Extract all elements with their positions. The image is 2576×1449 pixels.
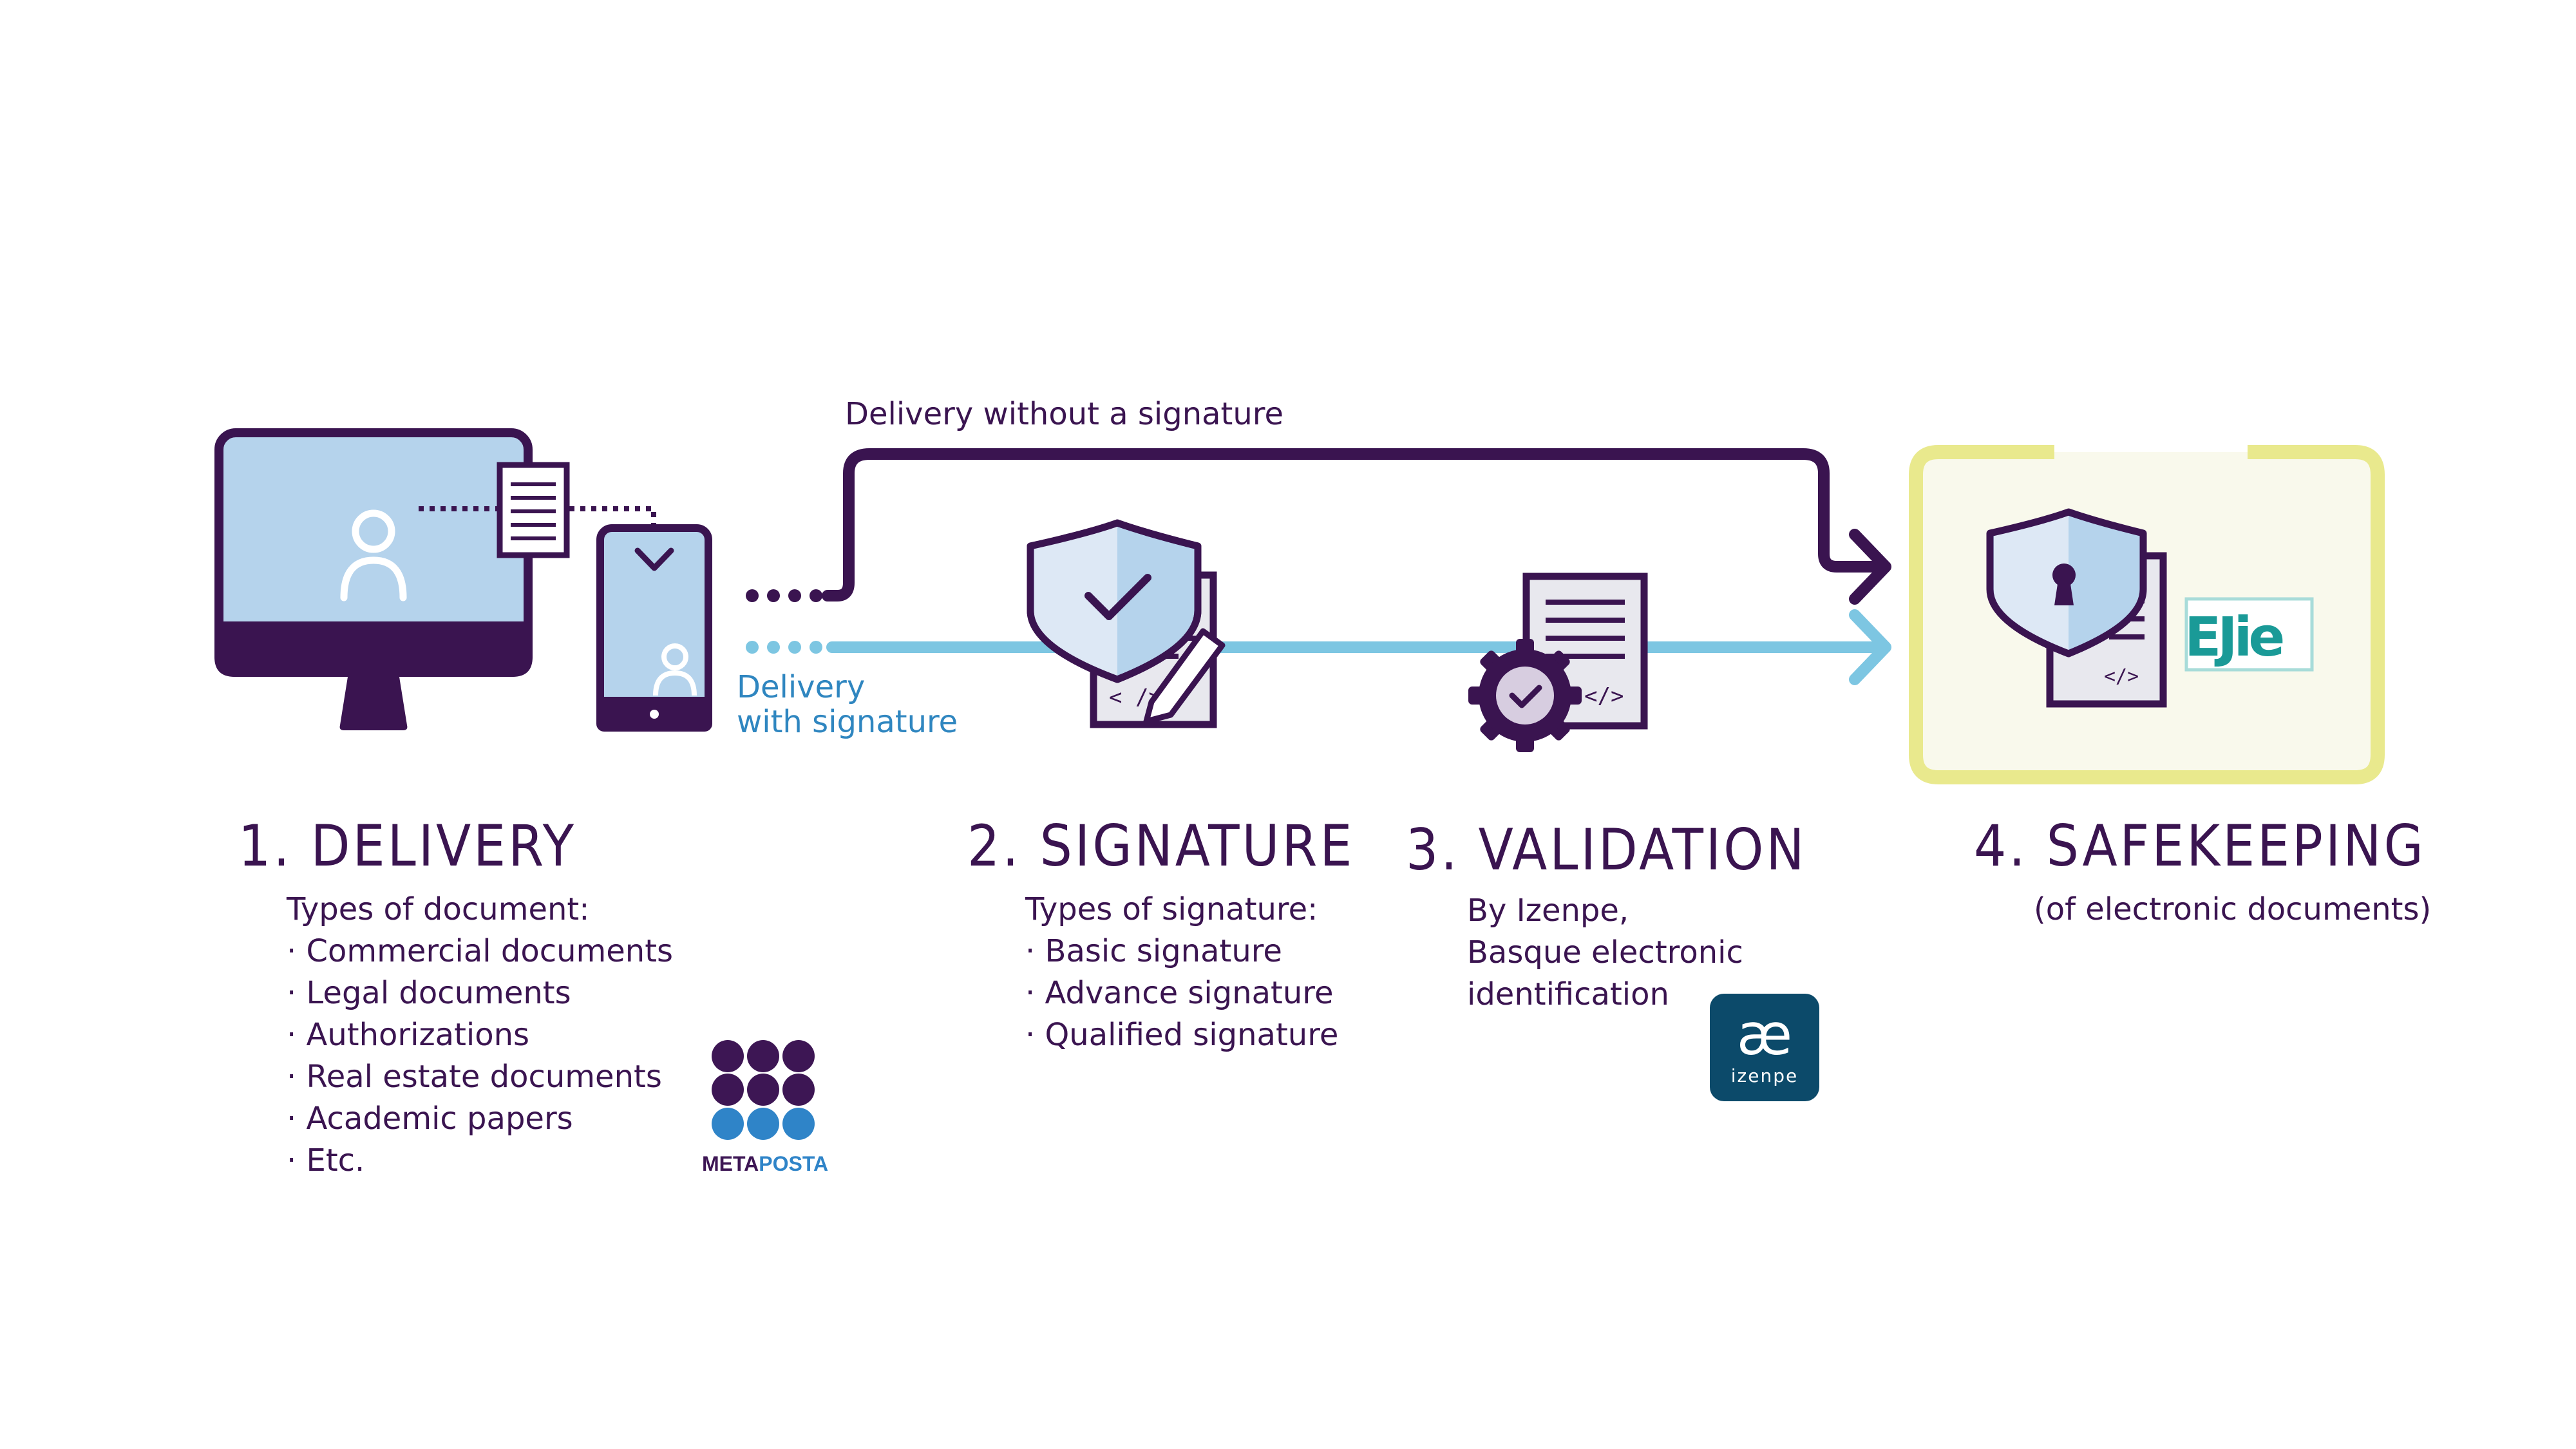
list-item: · Authorizations: [287, 1017, 530, 1053]
arrow-head-dark: [1849, 529, 1891, 605]
metaposta-meta: META: [702, 1152, 759, 1175]
step-title-validation: 3. VALIDATION: [1406, 817, 1807, 883]
step-signature-body: Types of signature: · Basic signature · …: [1025, 889, 1338, 1056]
metaposta-posta: POSTA: [759, 1152, 828, 1175]
izenpe-symbol: æ: [1737, 1001, 1792, 1068]
smartphone-icon: [596, 524, 712, 732]
step-validation-body: By Izenpe, Basque electronic identificat…: [1467, 890, 1743, 1016]
list-item: · Real estate documents: [287, 1059, 662, 1095]
step-title-signature: 2. SIGNATURE: [967, 813, 1355, 879]
safekeeping-subtitle: (of electronic documents): [2034, 891, 2432, 927]
izenpe-name: izenpe: [1731, 1065, 1798, 1086]
shield-lock-icon: [1986, 508, 2147, 658]
svg-text:</>: </>: [1584, 683, 1624, 709]
document-types-list: · Commercial documents · Legal documents…: [287, 931, 673, 1182]
list-item: · Qualified signature: [1025, 1017, 1339, 1053]
ejie-logo: EJie: [2184, 597, 2314, 672]
computer-icon: [214, 428, 533, 730]
izenpe-logo: æ izenpe: [1710, 994, 1819, 1101]
metaposta-logo: METAPOSTA: [702, 1040, 828, 1175]
list-item: · Academic papers: [287, 1101, 573, 1137]
signature-types-list: · Basic signature · Advance signature · …: [1025, 931, 1338, 1056]
step-delivery-body: Types of document: · Commercial document…: [287, 889, 673, 1182]
validation-line: Basque electronic: [1467, 934, 1743, 971]
svg-text:METAPOSTA: METAPOSTA: [702, 1152, 828, 1175]
document-icon: [497, 462, 656, 558]
document-types-heading: Types of document:: [287, 891, 590, 927]
step-title-safekeeping: 4. SAFEKEEPING: [1974, 813, 2426, 879]
list-item: · Legal documents: [287, 975, 571, 1011]
gear-check-icon: [1468, 639, 1582, 752]
list-item: · Advance signature: [1025, 975, 1334, 1011]
ejie-logo-text: EJie: [2184, 605, 2282, 668]
label-with-signature-line1: Delivery: [737, 669, 866, 705]
validation-line: By Izenpe,: [1467, 893, 1629, 929]
user-icon: [340, 509, 407, 601]
label-without-signature: Delivery without a signature: [845, 396, 1283, 432]
list-item: · Etc.: [287, 1142, 365, 1179]
path-with-signature: [746, 609, 1891, 685]
validation-line: identification: [1467, 976, 1669, 1012]
shield-check-icon: [1027, 519, 1202, 683]
arrow-head-blue: [1849, 609, 1891, 685]
step-title-delivery: 1. DELIVERY: [238, 813, 576, 879]
list-item: · Commercial documents: [287, 933, 674, 969]
path-without-signature: [746, 448, 1891, 605]
list-item: · Basic signature: [1025, 933, 1282, 969]
label-with-signature-line2: with signature: [737, 704, 958, 740]
signature-types-heading: Types of signature:: [1025, 891, 1318, 927]
svg-text:</>: </>: [2104, 665, 2139, 688]
